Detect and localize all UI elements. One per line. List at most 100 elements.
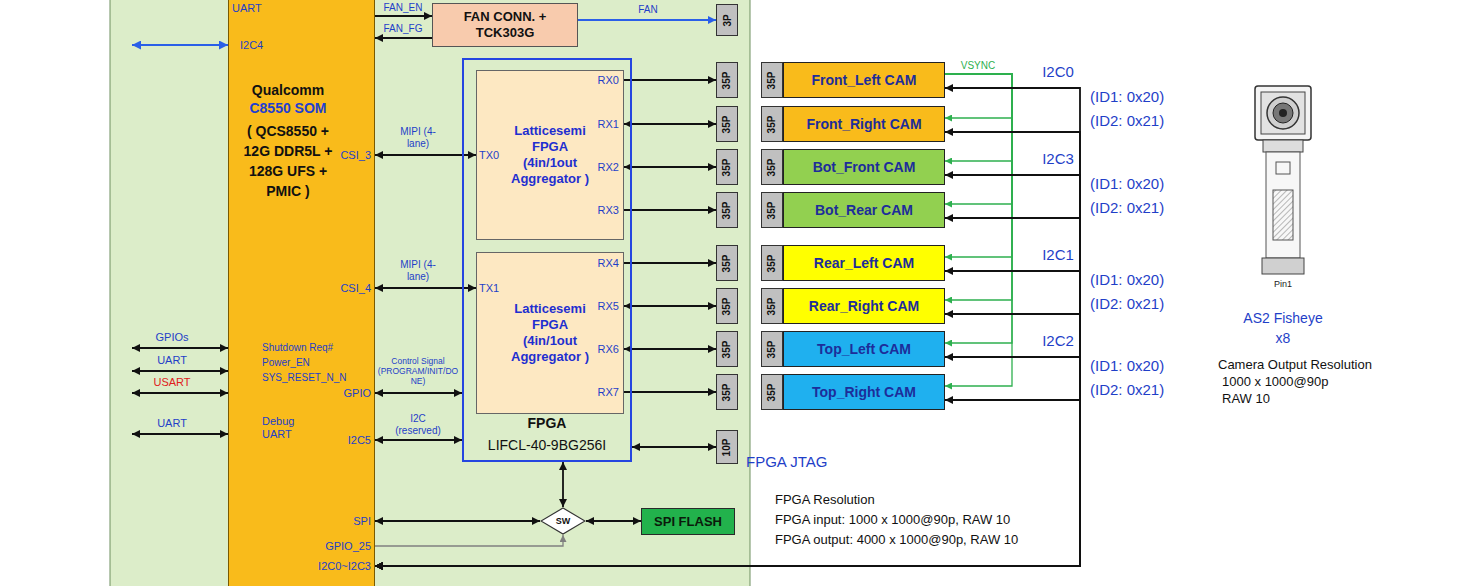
node-text: 35P (766, 254, 777, 272)
signal-name: UART (232, 2, 262, 15)
connector-header: 35P (761, 245, 783, 281)
connector-label: I2C1 (1042, 246, 1074, 263)
camera-box: Rear_Right CAM (783, 288, 945, 324)
board-panel (110, 0, 750, 586)
spec-note: FPGA Resolution (775, 493, 875, 508)
node-text: 35P (721, 158, 732, 176)
port-name: RX0 (598, 74, 619, 87)
signal-connector (375, 218, 1080, 566)
connector-header: 35P (716, 374, 738, 410)
flex-cable (1266, 152, 1300, 258)
signal-name: I2C4 (240, 39, 263, 52)
signal-connector (945, 74, 1012, 343)
spec-note: RAW 10 (1222, 392, 1270, 407)
signal-connector (624, 305, 716, 307)
address-note: (ID2: 0x21) (1090, 199, 1164, 216)
signal-connector (375, 15, 432, 17)
connector-label: VSYNC (961, 60, 995, 72)
connector-header: 35P (761, 149, 783, 185)
connector-header: 35P (761, 192, 783, 228)
camera-box: Top_Left CAM (783, 331, 945, 367)
connector-header: 3P (716, 4, 738, 36)
node-text: Front_Right CAM (806, 116, 921, 132)
node-text: 35P (766, 115, 777, 133)
node-text: SPI FLASH (654, 514, 722, 529)
part-name: AS2 Fisheye (1243, 310, 1322, 326)
signal-connector (624, 166, 716, 168)
node-text: Latticesemi FPGA (4in/1out Aggregator ) (506, 301, 594, 365)
connector-header: 35P (716, 331, 738, 367)
pin-name: CSI_3 (340, 149, 371, 162)
spec-note: FPGA input: 1000 x 1000@90p, RAW 10 (775, 513, 1010, 528)
connector-header: 35P (716, 106, 738, 142)
spi-flash: SPI FLASH (641, 508, 735, 535)
signal-connector (375, 535, 563, 546)
camera-box: Rear_Left CAM (783, 245, 945, 281)
uart-wire (132, 370, 228, 372)
node-text: LIFCL-40-9BG256I (488, 436, 606, 454)
node-text: Rear_Left CAM (814, 255, 914, 271)
fan-connector-box: FAN CONN. + TCK303G (432, 3, 578, 47)
port-name: RX4 (598, 257, 619, 270)
camera-box: Bot_Front CAM (783, 149, 945, 185)
signal-connector (945, 74, 1012, 204)
cable-connector (1262, 258, 1304, 274)
port-name: RX6 (598, 343, 619, 356)
signal-connector (624, 123, 716, 125)
signal-connector (945, 74, 1012, 257)
signal-connector (945, 74, 1012, 161)
signal-connector (375, 392, 462, 394)
node-text: 35P (766, 201, 777, 219)
signal-connector (375, 287, 476, 289)
usart-wire (132, 392, 228, 394)
signal-connector (375, 88, 1080, 566)
node-text: ( QCS8550 + 12G DDR5L + 128G UFS + PMIC … (242, 121, 334, 201)
connector-label: MIPI (4-lane) (395, 126, 441, 149)
camera-illustration (1255, 86, 1311, 274)
connector-header: 35P (716, 288, 738, 324)
spi-switch: SW (540, 507, 586, 535)
camera-box: Front_Left CAM (783, 62, 945, 98)
address-note: (ID1: 0x20) (1090, 88, 1164, 105)
node-text: 35P (766, 383, 777, 401)
node-text: C8550 SOM (249, 99, 326, 117)
node-text: Front_Left CAM (812, 72, 917, 88)
pin-name: I2C0~I2C3 (318, 560, 371, 573)
signal-connector (945, 74, 1012, 300)
node-text: 35P (766, 158, 777, 176)
camera-box: Front_Right CAM (783, 106, 945, 142)
signal-name: Power_EN (262, 357, 310, 369)
signal-connector (375, 439, 462, 441)
i2c4-wire (132, 44, 228, 46)
pin-marker: Pin1 (1274, 279, 1292, 289)
node-text: SW (556, 516, 571, 526)
signal-name: Debug UART (262, 415, 302, 440)
node-text: 35P (721, 115, 732, 133)
camera-housing (1255, 86, 1311, 140)
signal-name: GPIOs (155, 331, 188, 344)
connector-header: 35P (761, 288, 783, 324)
node-text: FPGA (528, 414, 567, 432)
node-text: 35P (721, 71, 732, 89)
gpio-wire (132, 347, 228, 349)
node-text: FAN CONN. + TCK303G (455, 9, 555, 41)
node-text: 10P (721, 438, 732, 456)
camera-lens-center (1279, 109, 1287, 117)
address-note: (ID2: 0x21) (1090, 295, 1164, 312)
pin-name: SPI (353, 515, 371, 528)
debug-uart-wire (132, 433, 228, 435)
signal-name: Shutdown Req# (262, 342, 333, 354)
camera-box: Top_Right CAM (783, 374, 945, 410)
signal-connector (624, 209, 716, 211)
connector-label: I2C0 (1042, 63, 1074, 80)
node-text: 35P (721, 297, 732, 315)
address-note: (ID1: 0x20) (1090, 357, 1164, 374)
camera-lens-ring (1267, 97, 1299, 129)
signal-connector (624, 391, 716, 393)
connector-header: 35P (761, 106, 783, 142)
connector-label: FAN_EN (384, 2, 423, 14)
signal-connector (375, 400, 1080, 566)
connector-label: I2C3 (1042, 150, 1074, 167)
signal-connector (562, 462, 564, 507)
